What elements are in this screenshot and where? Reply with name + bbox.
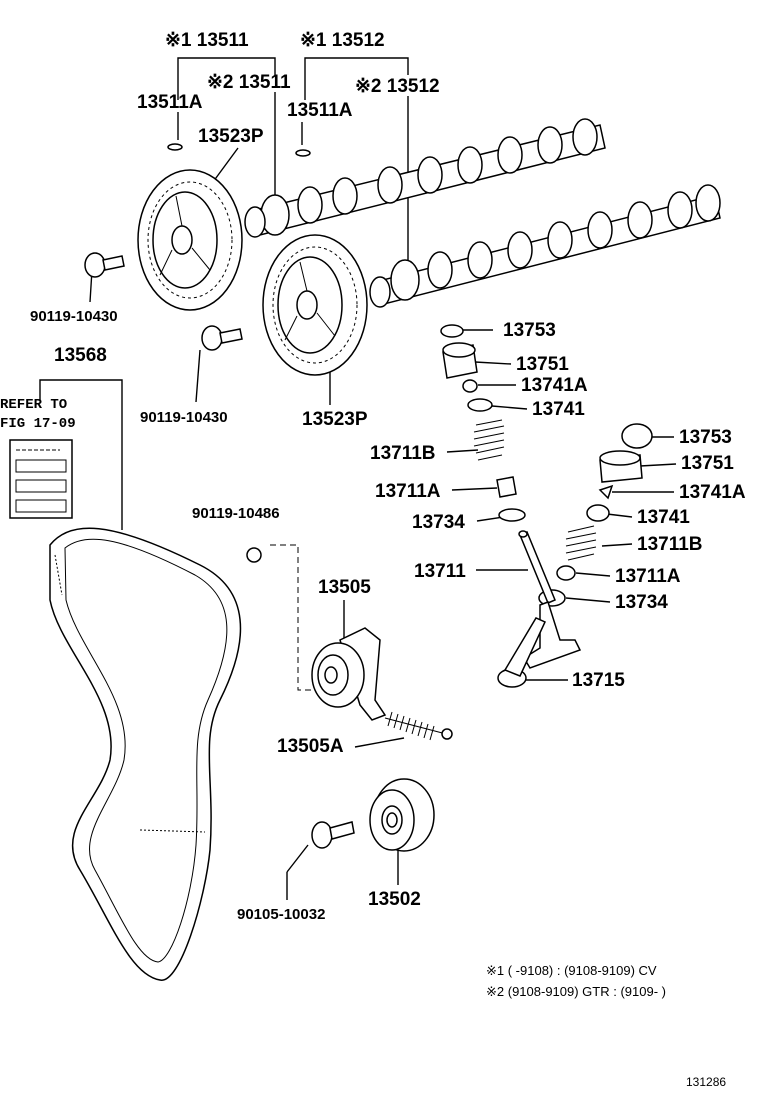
label-13751-a[interactable]: 13751: [516, 354, 569, 375]
label-13511A-left[interactable]: 13511A: [137, 92, 203, 113]
leader-lines: [39, 57, 677, 900]
label-13568[interactable]: 13568: [54, 345, 107, 366]
label-13711[interactable]: 13711: [414, 561, 466, 582]
footnote-2: ※2 (9108-9109) GTR : (9109- ): [486, 984, 666, 999]
camshaft-lower: [369, 184, 721, 308]
label-bolt-90119-10486[interactable]: 90119-10486: [192, 505, 280, 522]
label-13753-b[interactable]: 13753: [679, 427, 732, 448]
valve-train-b: [538, 423, 653, 607]
valve-train-a: [440, 324, 526, 522]
cam-pulley-upper: [137, 169, 243, 311]
bolt-icon-a: [84, 252, 125, 278]
tension-spring-13505A: [384, 711, 453, 741]
label-13523P-lower[interactable]: 13523P: [302, 409, 368, 430]
label-13734-b[interactable]: 13734: [615, 592, 668, 613]
label-13741-a[interactable]: 13741: [532, 399, 585, 420]
tensioner-13505: [311, 627, 387, 721]
label-13751-b[interactable]: 13751: [681, 453, 734, 474]
key-13511A-right: [295, 149, 311, 157]
refer-to-line1[interactable]: REFER TO: [0, 397, 67, 413]
label-13505[interactable]: 13505: [318, 577, 371, 598]
bolt-icon-c: [246, 547, 262, 563]
label-13511-note1[interactable]: ※1 13511: [165, 30, 249, 51]
refer-to-line2[interactable]: FIG 17-09: [0, 416, 76, 432]
label-13523P-upper[interactable]: 13523P: [198, 126, 264, 147]
bolt-icon-b: [201, 325, 243, 351]
idler-pulley-13502: [369, 778, 435, 852]
label-13741A-a[interactable]: 13741A: [521, 375, 588, 396]
key-13511A-left: [167, 143, 183, 151]
bolt-icon-d: [311, 821, 355, 849]
label-bolt-90119-10430-b[interactable]: 90119-10430: [140, 409, 228, 426]
label-13502[interactable]: 13502: [368, 889, 421, 910]
label-13512-note1[interactable]: ※1 13512: [300, 30, 385, 51]
label-13711B-b[interactable]: 13711B: [637, 534, 703, 555]
refer-to-box: [9, 439, 73, 519]
valve-13711: [518, 530, 556, 604]
label-13741-b[interactable]: 13741: [637, 507, 690, 528]
label-13753-a[interactable]: 13753: [503, 320, 556, 341]
cam-pulley-lower: [262, 234, 368, 376]
label-13512-note2[interactable]: ※2 13512: [355, 76, 440, 97]
label-13711B-a[interactable]: 13711B: [370, 443, 436, 464]
label-13511A-right[interactable]: 13511A: [287, 100, 353, 121]
label-bolt-90105-10032[interactable]: 90105-10032: [237, 906, 325, 923]
timing-belt: [49, 527, 242, 981]
label-13711A-a[interactable]: 13711A: [375, 481, 441, 502]
label-13505A[interactable]: 13505A: [277, 736, 344, 757]
label-13511-note2[interactable]: ※2 13511: [207, 72, 291, 93]
valve-13715: [497, 601, 582, 688]
label-13734-a[interactable]: 13734: [412, 512, 465, 533]
label-13711A-b[interactable]: 13711A: [615, 566, 681, 587]
label-13715[interactable]: 13715: [572, 670, 625, 691]
footnote-1: ※1 ( -9108) : (9108-9109) CV: [486, 963, 657, 978]
label-bolt-90119-10430-a[interactable]: 90119-10430: [30, 308, 118, 325]
label-13741A-b[interactable]: 13741A: [679, 482, 746, 503]
figure-reference-number: 131286: [686, 1075, 726, 1089]
camshaft-upper: [244, 118, 606, 238]
